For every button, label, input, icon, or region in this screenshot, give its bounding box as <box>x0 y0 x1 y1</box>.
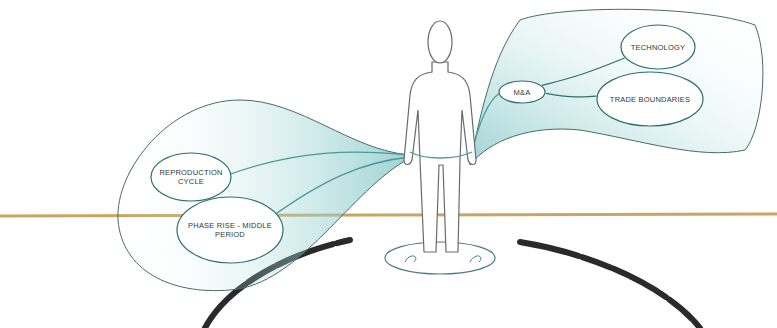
idea-label: PHASE RISE - MIDDLE PERIOD <box>176 221 284 239</box>
oval-shape <box>151 153 231 201</box>
person-head <box>428 21 452 63</box>
left-thought-wing <box>118 100 410 291</box>
person-figure <box>404 62 476 252</box>
waist-strand <box>410 152 472 158</box>
idea-oval: REPRODUCTION CYCLE <box>150 152 232 202</box>
oval-shape <box>621 25 695 69</box>
thought-strand <box>270 157 410 218</box>
idea-oval: TRADE BOUNDARIES <box>596 71 704 127</box>
idea-label: TRADE BOUNDARIES <box>602 95 698 104</box>
idea-label: REPRODUCTION CYCLE <box>150 168 232 186</box>
oval-shape <box>177 197 283 263</box>
platform <box>385 242 495 274</box>
idea-label: M&A <box>506 88 539 97</box>
link-line <box>546 93 596 97</box>
thought-strand <box>225 152 410 176</box>
link-line <box>542 58 625 85</box>
horizon-line <box>0 214 777 216</box>
oval-shape <box>597 72 703 126</box>
idea-oval: PHASE RISE - MIDDLE PERIOD <box>176 196 284 264</box>
idea-oval: TECHNOLOGY <box>620 24 696 70</box>
right-thought-wing <box>470 9 763 165</box>
oval-shape <box>499 81 545 103</box>
idea-label: TECHNOLOGY <box>623 43 694 52</box>
idea-oval: M&A <box>498 80 546 104</box>
platform-swirl <box>405 256 481 262</box>
